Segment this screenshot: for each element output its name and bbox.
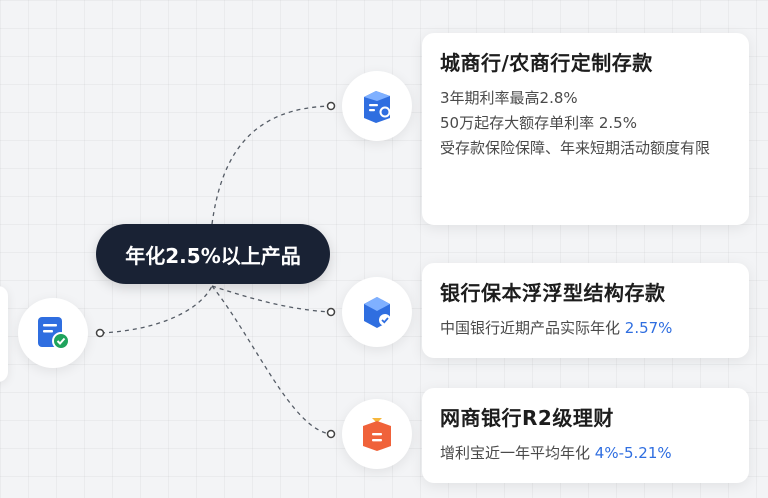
center-topic-pill[interactable]: 年化2.5%以上产品 — [96, 224, 330, 284]
connector-card2 — [211, 285, 332, 313]
product-card-structured-deposit[interactable]: 银行保本浮浮型结构存款 中国银行近期产品实际年化 2.57% — [422, 263, 749, 358]
card-title: 银行保本浮浮型结构存款 — [440, 281, 666, 305]
connector-card1 — [211, 105, 332, 225]
card-line-rate: 中国银行近期产品实际年化 2.57% — [440, 319, 673, 337]
card1-icon-circle — [342, 71, 412, 141]
node-dot-left — [95, 328, 105, 338]
node-dot-card1 — [326, 101, 336, 111]
bank-deposit-box-icon — [364, 91, 391, 123]
product-card-mybank-r2[interactable]: 网商银行R2级理财 增利宝近一年平均年化 4%-5.21% — [422, 388, 749, 483]
left-icon-circle — [18, 298, 88, 368]
card-note: 受存款保险保障、年来短期活动额度有限 — [440, 139, 711, 157]
node-dot-card2 — [326, 307, 336, 317]
shield-cube-icon — [364, 297, 391, 328]
card-line-rate: 增利宝近一年平均年化 4%-5.21% — [440, 444, 672, 462]
connector-left — [100, 285, 213, 334]
card-line-rate: 3年期利率最高2.8% — [440, 89, 578, 107]
card3-icon-circle — [342, 399, 412, 469]
card-line-large-deposit: 50万起存大额存单利率 2.5% — [440, 114, 637, 132]
node-dot-card3 — [326, 429, 336, 439]
document-check-icon — [38, 317, 70, 350]
left-partial-card — [0, 286, 8, 382]
card-title: 城商行/农商行定制存款 — [440, 51, 653, 75]
product-card-city-bank-deposit[interactable]: 城商行/农商行定制存款 3年期利率最高2.8% 50万起存大额存单利率 2.5%… — [422, 33, 749, 225]
orange-package-icon — [363, 418, 391, 451]
card2-icon-circle — [342, 277, 412, 347]
connector-card3 — [211, 285, 332, 435]
card-title: 网商银行R2级理财 — [440, 406, 614, 430]
center-topic-label: 年化2.5%以上产品 — [125, 243, 301, 268]
